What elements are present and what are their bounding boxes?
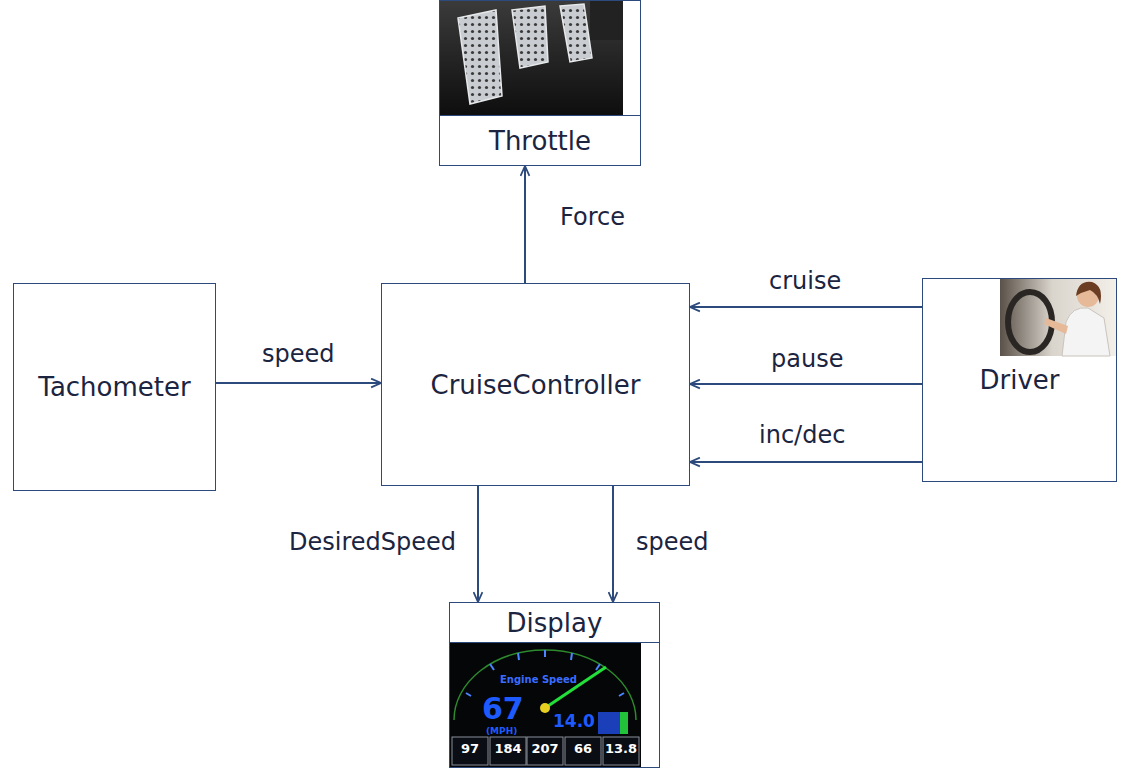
gauge-reading: 14.0 [553, 712, 595, 731]
component-box: Driver [922, 278, 1117, 482]
node-label: Display [450, 603, 659, 643]
tick [544, 650, 546, 657]
gauge-reading: 67 [482, 692, 524, 725]
gauge-reading: Engine Speed [500, 674, 577, 685]
tick [619, 693, 624, 696]
arm [1044, 318, 1068, 334]
gauge-reading: 207 [531, 742, 558, 756]
signal-name: cruise [767, 267, 843, 295]
readout-box [452, 737, 488, 765]
gauge-arc [454, 650, 636, 720]
component-box: Tachometer [13, 283, 216, 491]
photo-ground [1000, 279, 1116, 356]
signal-arrow [216, 382, 381, 384]
node-label: Throttle [440, 115, 640, 165]
gauge-reading: (MPH) [486, 727, 517, 737]
signal-arrow [690, 383, 922, 385]
node-label: Tachometer [38, 372, 190, 402]
driver-photo [1000, 279, 1116, 356]
screen-ground [450, 643, 641, 768]
pedal-photo [440, 0, 623, 115]
node-label: Driver [979, 365, 1059, 395]
signal-arrow [477, 486, 479, 602]
bar-graph [598, 712, 628, 734]
gauge-needle [548, 667, 606, 706]
hair [1076, 282, 1101, 304]
gauge-reading: 97 [461, 742, 479, 756]
signal-arrow [524, 166, 526, 283]
needle-hub [540, 703, 550, 713]
photo-ground [440, 0, 623, 115]
component-box: CruiseController [381, 283, 690, 486]
readout-boxes [452, 737, 639, 765]
gas-pedal [560, 4, 592, 62]
shirt [1062, 308, 1110, 356]
gauge-ticks [466, 650, 624, 696]
signal-name: inc/dec [757, 421, 847, 449]
gauge-reading: 66 [574, 742, 592, 756]
clutch-pedal [512, 6, 548, 68]
readout-box [527, 737, 563, 765]
brake-pedal [458, 10, 502, 104]
photo-shadow [590, 0, 623, 40]
signal-name: speed [260, 340, 337, 368]
readout-box [565, 737, 601, 765]
signal-name: pause [769, 345, 845, 373]
tick [466, 693, 471, 696]
signal-arrow [612, 486, 614, 602]
signal-arrow [690, 306, 922, 308]
tick [490, 664, 494, 670]
gauge-reading: 184 [494, 742, 521, 756]
tick [596, 664, 600, 670]
bar [620, 712, 628, 734]
tick [518, 653, 519, 660]
component-box: Throttle [439, 0, 641, 166]
signal-name: Force [558, 203, 627, 231]
node-label: CruiseController [431, 370, 641, 400]
gauge-photo [450, 643, 641, 768]
signal-arrow [690, 461, 922, 463]
signal-name: speed [634, 528, 711, 556]
gauge-reading: 13.8 [605, 742, 637, 756]
signal-name: DesiredSpeed [287, 528, 458, 556]
readout-box [603, 737, 639, 765]
tick [571, 653, 572, 660]
readout-box [490, 737, 526, 765]
